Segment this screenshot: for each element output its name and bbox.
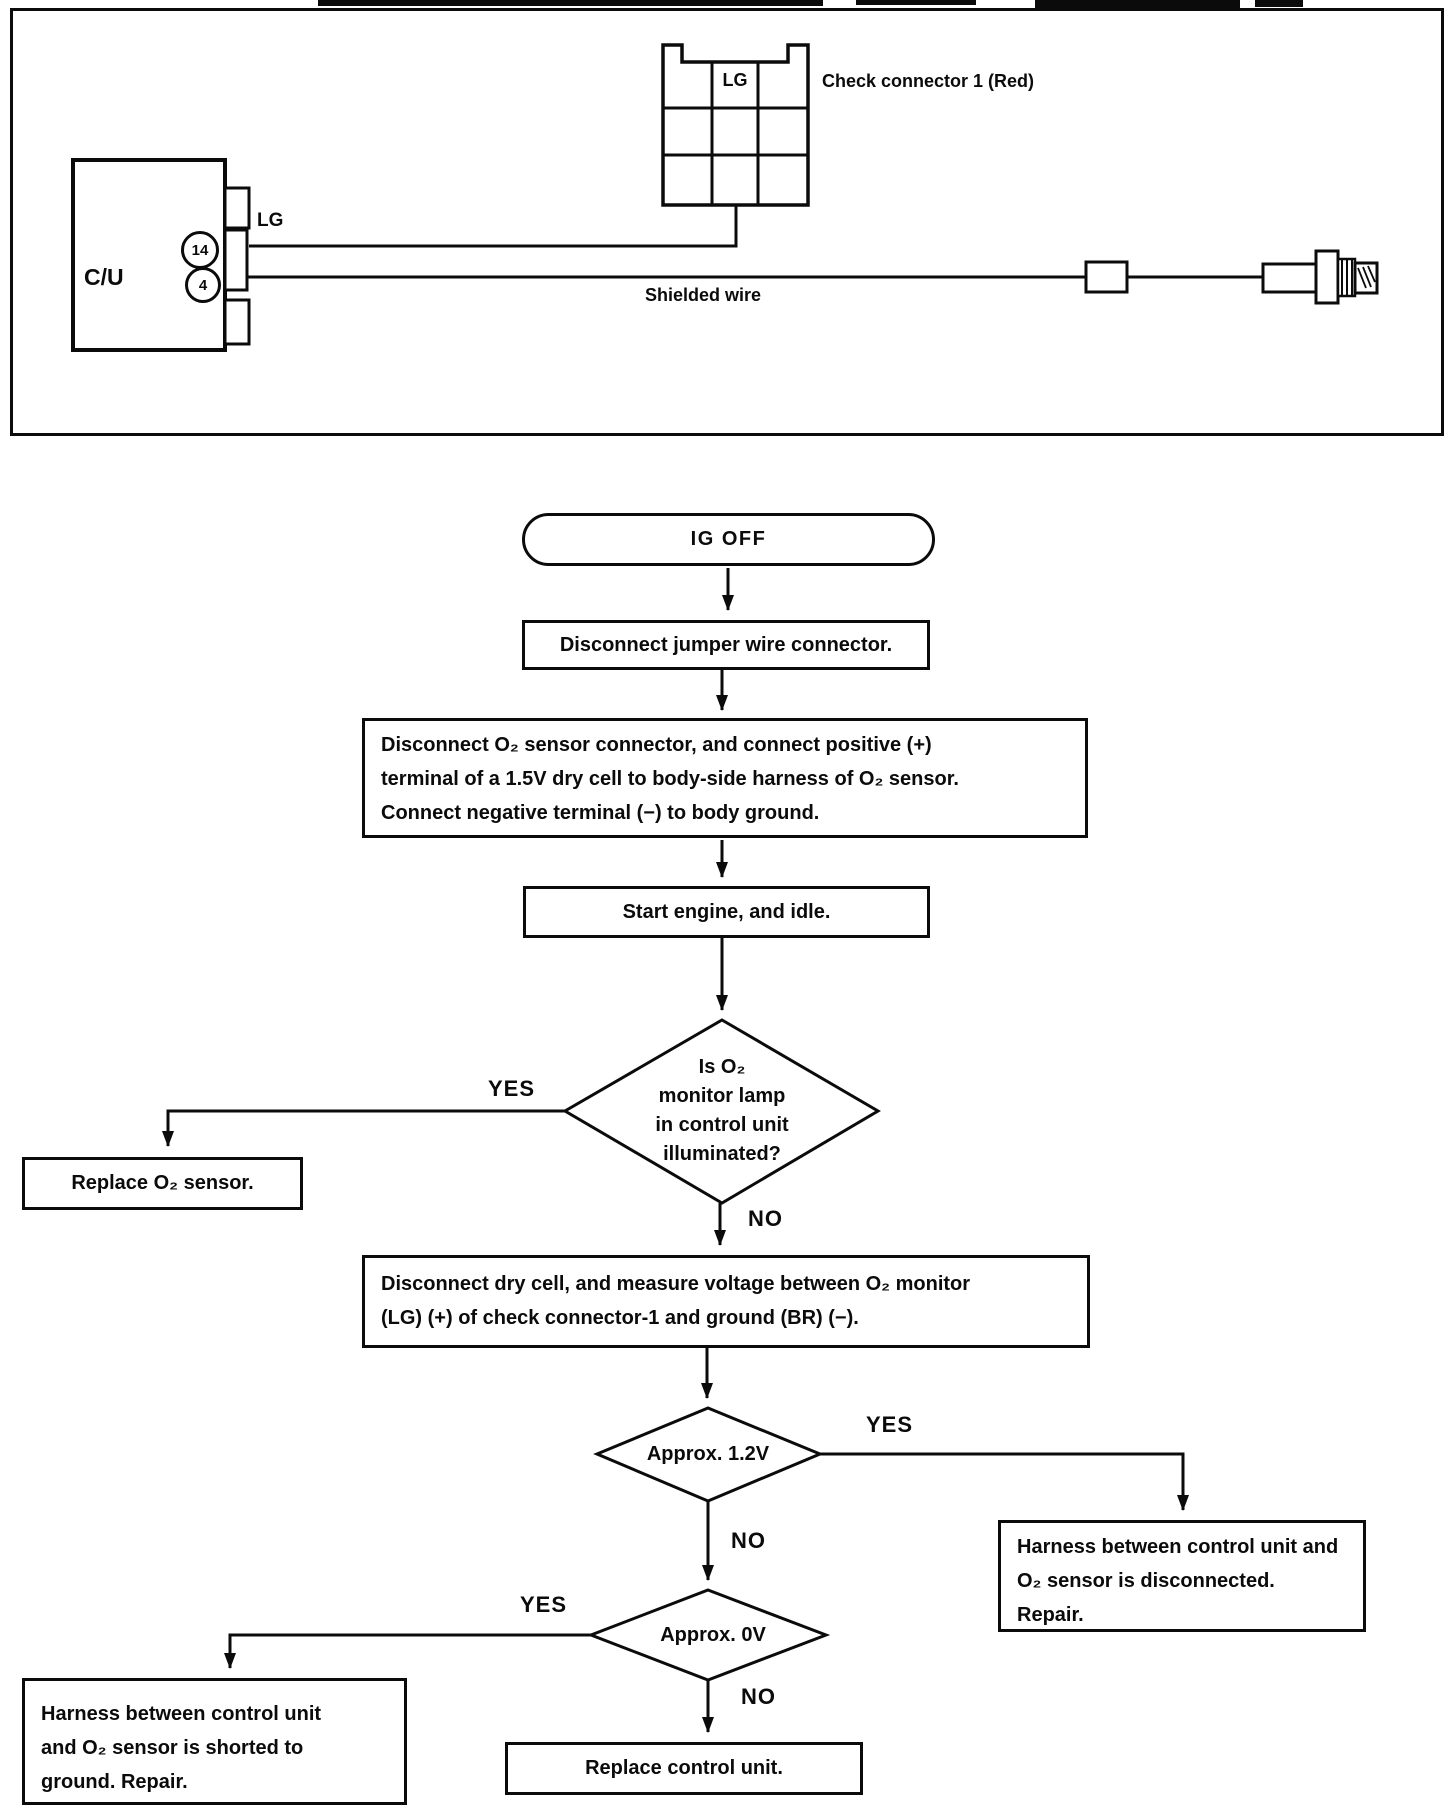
scan-artifact	[318, 0, 823, 6]
control-unit-tab	[223, 228, 249, 292]
control-unit-tab	[223, 186, 251, 230]
decision-monitor-lamp-shape	[562, 1018, 881, 1205]
branch-label-no-1: NO	[748, 1206, 783, 1231]
decision-approx-1-2v-text: Approx. 1.2V	[646, 1442, 770, 1465]
decision-approx-0v-text: Approx. 0V	[660, 1623, 766, 1646]
check-connector-cell-lg-label: LG	[722, 70, 748, 90]
result-replace-control-unit: Replace control unit.	[505, 1742, 863, 1795]
wire-color-label-lg: LG	[257, 210, 284, 231]
branch-label-yes-3: YES	[520, 1592, 568, 1617]
flowchart-connectors	[162, 568, 1189, 1733]
branch-yes-2-line	[820, 1452, 1189, 1511]
result-replace-o2-sensor: Replace O₂ sensor.	[22, 1157, 303, 1210]
branch-label-no-3: NO	[741, 1684, 776, 1709]
step-measure-voltage: Disconnect dry cell, and measure voltage…	[362, 1255, 1090, 1348]
decision-approx-0v-shape	[586, 1588, 831, 1682]
inline-connector	[1084, 260, 1129, 294]
result-harness-disconnected: Harness between control unit and O₂ sens…	[998, 1520, 1366, 1632]
check-connector	[661, 43, 810, 207]
step-start-engine: Start engine, and idle.	[523, 886, 930, 938]
o2-sensor-drawing	[1261, 249, 1379, 305]
flowchart-diamonds	[562, 1018, 881, 1682]
branch-yes-1-line	[162, 1109, 565, 1147]
terminal-14-badge: 14	[181, 231, 219, 269]
branch-yes-3-line	[224, 1633, 591, 1669]
branch-label-yes-1: YES	[488, 1076, 536, 1101]
control-unit-label: C/U	[84, 264, 124, 290]
step-disconnect-jumper: Disconnect jumper wire connector.	[522, 620, 930, 670]
scan-artifact	[1255, 0, 1303, 7]
decision-monitor-lamp-text: Is O₂ monitor lamp in control unit illum…	[655, 1056, 789, 1165]
terminal-4-badge: 4	[185, 267, 221, 303]
wiring-diagram-frame	[10, 8, 1444, 436]
shielded-wire-label: Shielded wire	[645, 285, 762, 305]
scan-artifact	[856, 0, 976, 5]
start-node-ig-off: IG OFF	[522, 513, 935, 566]
scan-artifact	[1035, 0, 1240, 8]
lg-wire	[249, 205, 738, 248]
step-dry-cell: Disconnect O₂ sensor connector, and conn…	[362, 718, 1088, 838]
decision-approx-1-2v-shape	[593, 1406, 824, 1503]
check-connector-caption: Check connector 1 (Red)	[822, 71, 1035, 91]
wiring-lines	[71, 43, 1379, 352]
result-harness-shorted: Harness between control unit and O₂ sens…	[22, 1678, 407, 1805]
control-unit-tab	[223, 298, 251, 346]
branch-label-yes-2: YES	[866, 1412, 914, 1437]
branch-label-no-2: NO	[731, 1528, 766, 1553]
